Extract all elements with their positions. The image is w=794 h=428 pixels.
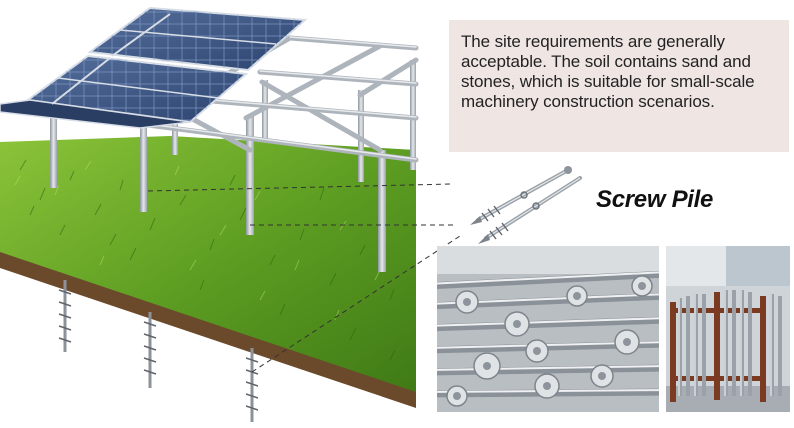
- screw-pile-icon: [470, 166, 582, 244]
- site-description-box: The site requirements are generally acce…: [449, 20, 789, 152]
- grass-surface: [0, 136, 416, 392]
- site-description-text: The site requirements are generally acce…: [461, 32, 755, 111]
- leader-lines: [147, 183, 461, 373]
- pile-stack-photo: [437, 246, 659, 412]
- soil-layer: [0, 250, 416, 408]
- pile-rack-photo: [666, 246, 790, 412]
- underground-screw-piles: [58, 280, 259, 422]
- product-label: Screw Pile: [596, 186, 714, 213]
- solar-panels: [0, 6, 308, 129]
